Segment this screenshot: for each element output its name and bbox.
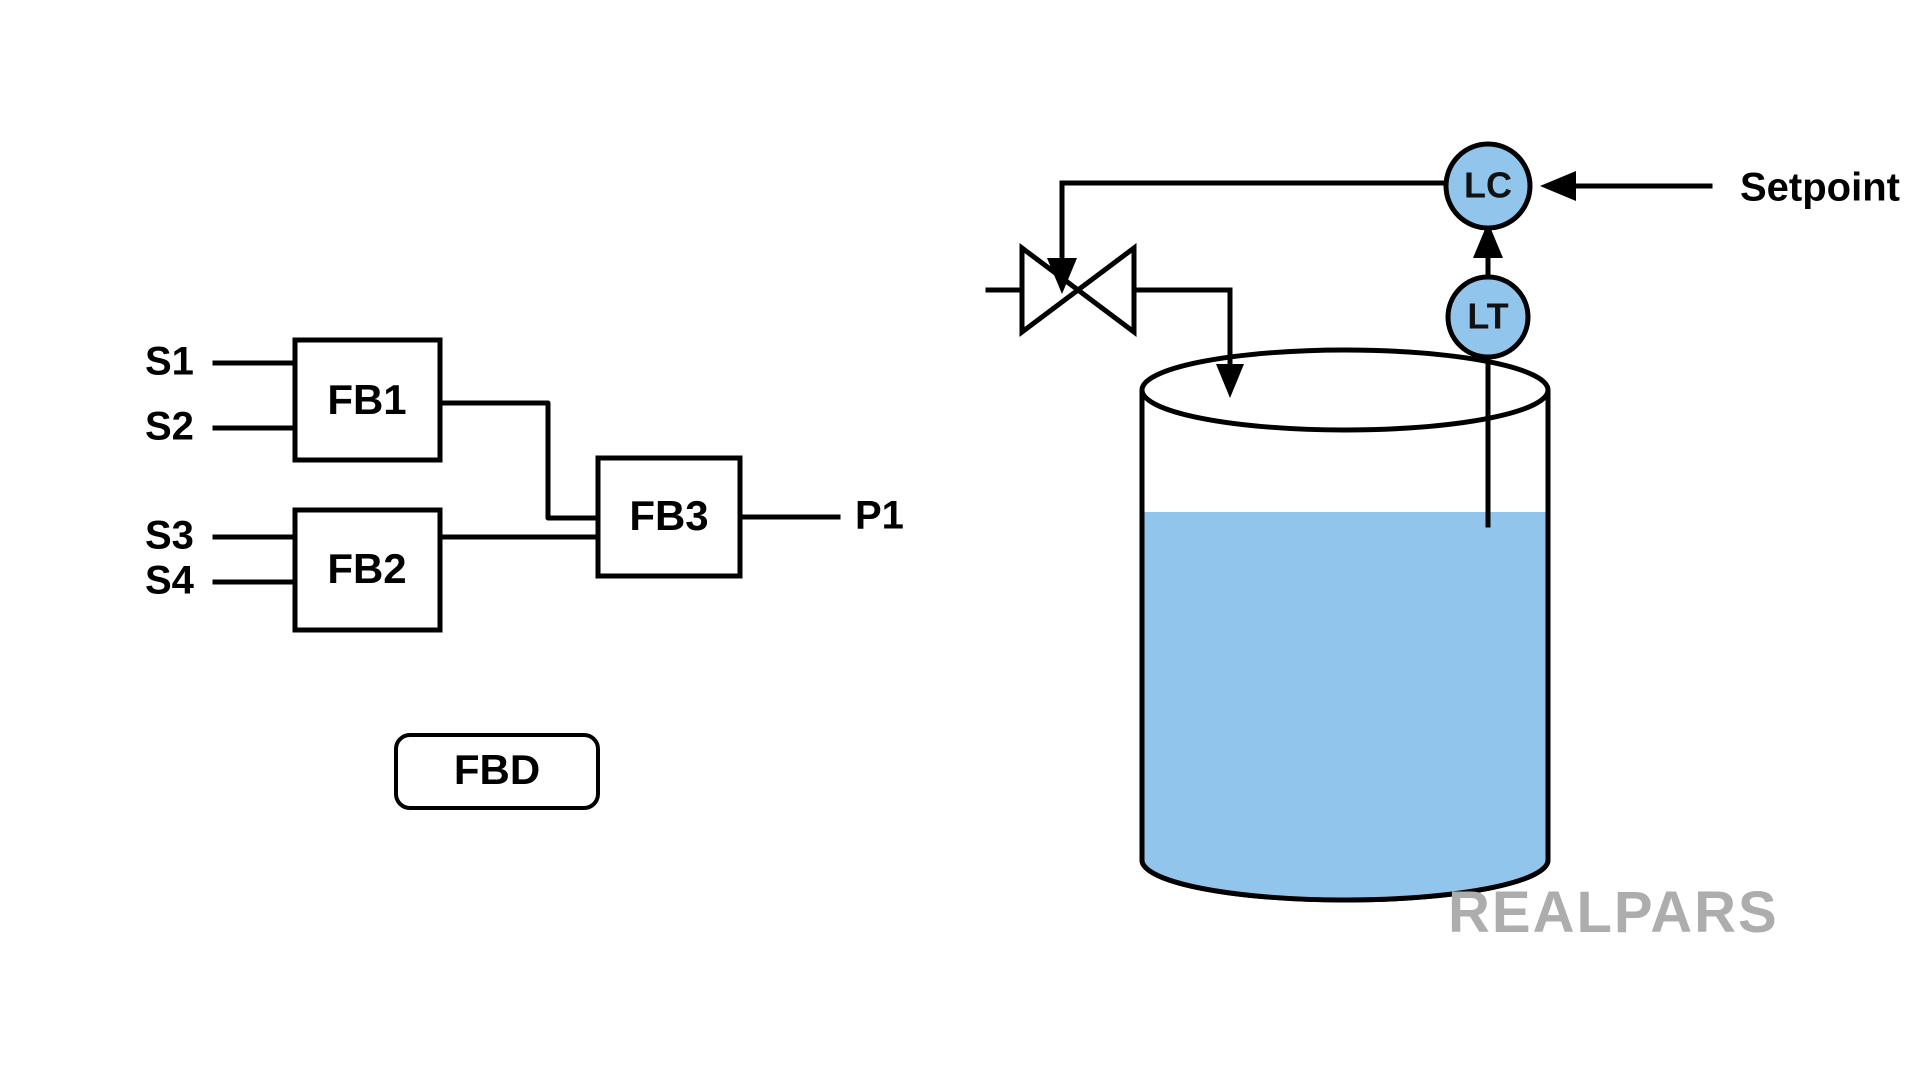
input-label-s3: S3 bbox=[145, 514, 194, 558]
input-label-s4: S4 bbox=[145, 559, 195, 603]
process-section: LT LC Setpoint bbox=[985, 141, 1900, 903]
function-block-fb1-label: FB1 bbox=[327, 376, 406, 423]
function-block-fb2-label: FB2 bbox=[327, 545, 406, 592]
input-label-s2: S2 bbox=[145, 405, 194, 449]
fbd-tag-label: FBD bbox=[454, 746, 540, 793]
output-label-p1: P1 bbox=[855, 494, 904, 538]
setpoint-label: Setpoint bbox=[1740, 166, 1900, 210]
tank-liquid-group bbox=[1142, 512, 1548, 900]
tank-top-opening bbox=[1139, 347, 1551, 433]
control-valve-left-half[interactable] bbox=[1019, 243, 1083, 337]
tank-liquid-fill bbox=[1142, 512, 1548, 900]
tank-shell-outline bbox=[1139, 390, 1551, 903]
wire-fb1-to-fb3 bbox=[440, 400, 598, 521]
level-transmitter-label: LT bbox=[1467, 296, 1508, 337]
setpoint-arrowhead-icon bbox=[1540, 171, 1576, 201]
level-controller-label: LC bbox=[1464, 165, 1512, 206]
function-block-fb3-label: FB3 bbox=[629, 492, 708, 539]
valve-actuator-arrowhead-icon bbox=[1047, 258, 1077, 294]
lt-to-lc-arrowhead-icon bbox=[1473, 222, 1503, 258]
function-block-fb2[interactable] bbox=[292, 507, 443, 633]
function-block-fb1[interactable] bbox=[292, 337, 443, 463]
realpars-logo: REALPARS bbox=[1448, 880, 1779, 945]
inlet-arrowhead-icon bbox=[1216, 364, 1244, 398]
function-block-fb3[interactable] bbox=[595, 455, 743, 579]
level-controller-bubble[interactable] bbox=[1443, 141, 1533, 231]
signal-lc-to-valve bbox=[1059, 180, 1478, 271]
fbd-tag-box[interactable] bbox=[394, 733, 600, 810]
control-valve-right-half[interactable] bbox=[1073, 243, 1137, 337]
level-transmitter-bubble[interactable] bbox=[1445, 274, 1531, 360]
input-label-s1: S1 bbox=[145, 340, 194, 384]
fbd-section: S1 S2 S3 S4 FB1 FB2 FB3 P1 FBD bbox=[145, 337, 904, 810]
pipe-valve-to-tank bbox=[1133, 287, 1233, 381]
